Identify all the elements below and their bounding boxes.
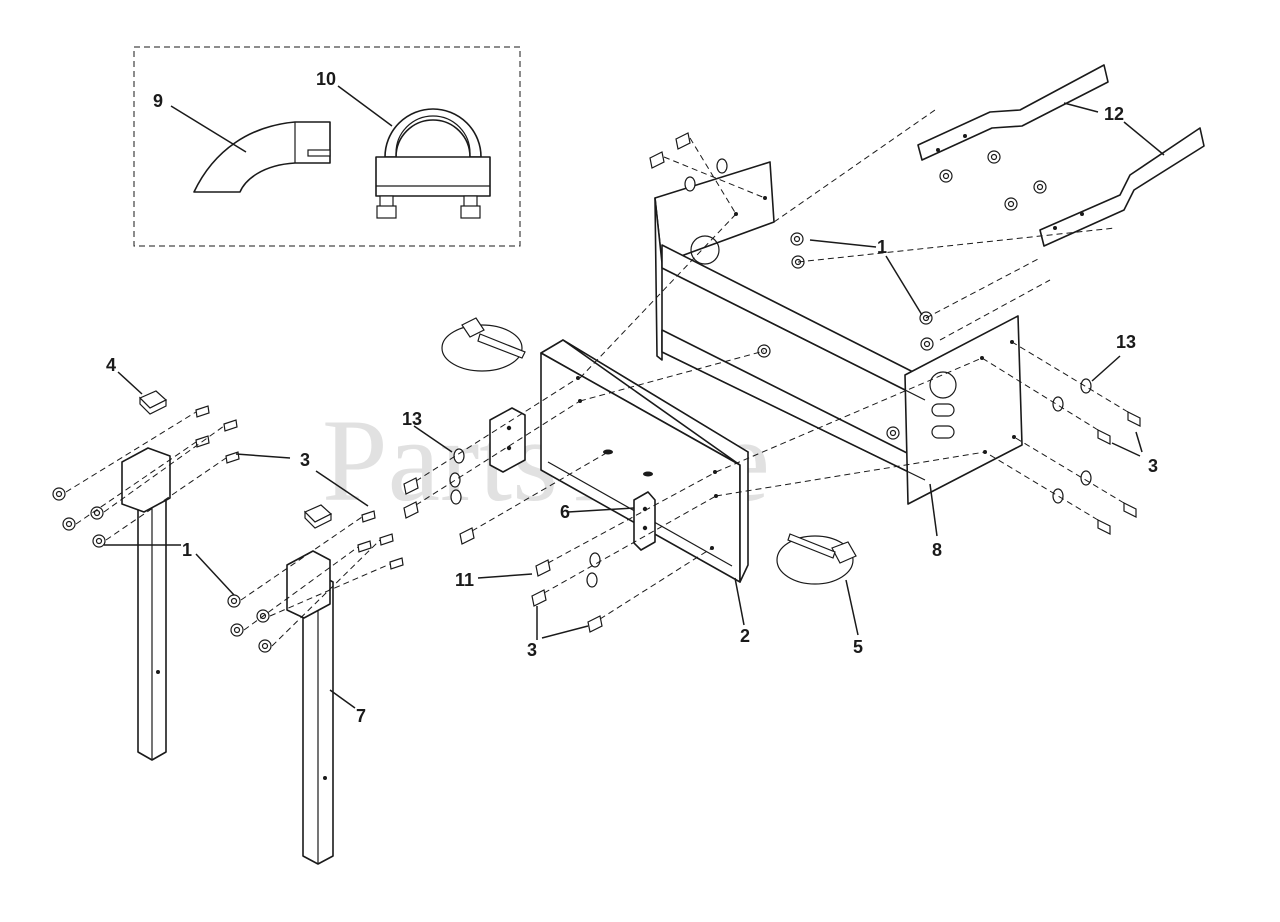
- strap-bracket-parts[interactable]: [917, 64, 1205, 247]
- callout-4: 4: [106, 355, 116, 375]
- hitch-plate-part[interactable]: [540, 339, 749, 583]
- callout-5: 5: [853, 637, 863, 657]
- leader-lines: [104, 85, 1165, 709]
- assembly-lines: [65, 109, 1129, 647]
- callout-2: 2: [740, 626, 750, 646]
- callout-6: 6: [560, 502, 570, 522]
- support-post-parts[interactable]: [121, 447, 334, 865]
- inset-box: [133, 46, 521, 247]
- callout-3-left: 3: [300, 450, 310, 470]
- muffler-clamp-part[interactable]: [375, 108, 491, 219]
- callout-13-right: 13: [1116, 332, 1136, 352]
- nut-hardware: [52, 150, 1047, 653]
- callout-13-left: 13: [402, 409, 422, 429]
- post-cap-parts[interactable]: [138, 390, 333, 529]
- callout-labels: 9 10 12 1 13 3 8 4 3 1 7 13 6 11 3 2 5: [106, 69, 1158, 726]
- hitch-pin-parts[interactable]: [441, 317, 857, 585]
- callout-3-right: 3: [1148, 456, 1158, 476]
- callout-10: 10: [316, 69, 336, 89]
- callout-9: 9: [153, 91, 163, 111]
- callout-11: 11: [455, 570, 474, 590]
- callout-7: 7: [356, 706, 366, 726]
- callout-12: 12: [1104, 104, 1124, 124]
- callout-3-bottom: 3: [527, 640, 537, 660]
- callout-8: 8: [932, 540, 942, 560]
- exhaust-elbow-part[interactable]: [193, 121, 331, 193]
- callout-1-left: 1: [182, 540, 192, 560]
- small-bracket-parts[interactable]: [489, 407, 656, 551]
- callout-1-frame: 1: [877, 237, 887, 257]
- bolt-hardware: [195, 132, 1141, 633]
